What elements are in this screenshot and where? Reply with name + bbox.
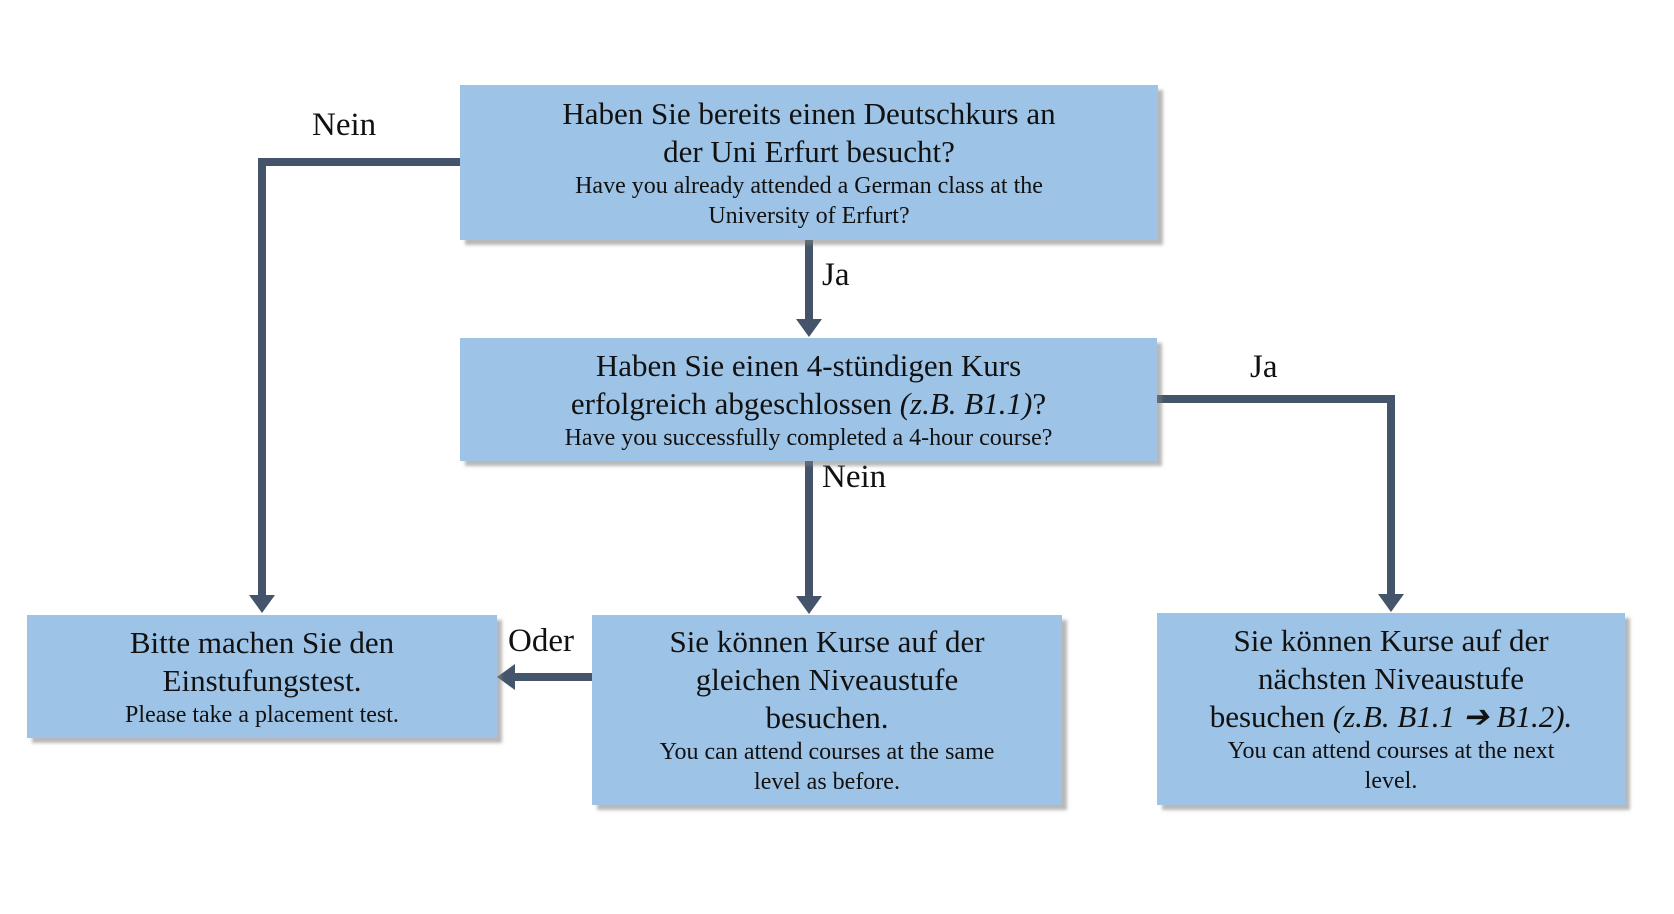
same-level-english-text: You can attend courses at the same level… xyxy=(660,737,995,797)
text-line: Haben Sie einen 4-stündigen Kurs xyxy=(595,347,1022,383)
text-line: Have you successfully completed a 4-hour… xyxy=(564,424,1053,451)
text-line: Einstufungstest. xyxy=(162,662,362,698)
italic-example-arrow-text: (z.B. B1.1 ➔ B1.2). xyxy=(1332,699,1573,734)
text-line: level as before. xyxy=(754,769,900,795)
question-2-english-text: Have you successfully completed a 4-hour… xyxy=(565,423,1053,453)
text-line: You can attend courses at the same xyxy=(659,739,995,765)
text-line: Sie können Kurse auf der xyxy=(1233,623,1549,658)
text-line: besuchen. xyxy=(765,700,889,735)
arrowhead-down-same-level-icon xyxy=(796,596,822,614)
flowchart-box-question-german-course: Haben Sie bereits einen Deutschkurs an d… xyxy=(460,85,1158,240)
question-1-german-text: Haben Sie bereits einen Deutschkurs an d… xyxy=(562,95,1055,171)
flowchart-box-question-4-hour-course: Haben Sie einen 4-stündigen Kurs erfolgr… xyxy=(460,338,1157,461)
edge-label-ja-q2: Ja xyxy=(1250,349,1278,385)
connector-nein-q2-vertical xyxy=(805,461,813,596)
text-line: level. xyxy=(1364,768,1418,794)
text-line: Haben Sie bereits einen Deutschkurs an xyxy=(562,95,1056,131)
placement-german-text: Bitte machen Sie den Einstufungstest. xyxy=(130,624,394,700)
text-line: gleichen Niveaustufe xyxy=(695,662,959,697)
connector-ja-q1-vertical xyxy=(805,240,813,319)
next-level-english-text: You can attend courses at the next level… xyxy=(1228,736,1555,796)
text-line: besuchen (z.B. B1.1 ➔ B1.2). xyxy=(1209,699,1573,734)
flowchart-box-next-level: Sie können Kurse auf der nächsten Niveau… xyxy=(1157,613,1625,805)
connector-ja-q2-horizontal xyxy=(1157,395,1395,403)
arrowhead-down-placement-icon xyxy=(249,595,275,613)
edge-label-nein-q2: Nein xyxy=(822,459,887,495)
text-line: erfolgreich abgeschlossen (z.B. B1.1)? xyxy=(570,385,1047,421)
text-line: nächsten Niveaustufe xyxy=(1258,661,1524,696)
arrowhead-left-placement-icon xyxy=(497,664,515,690)
same-level-german-text: Sie können Kurse auf der gleichen Niveau… xyxy=(669,623,984,737)
next-level-german-text: Sie können Kurse auf der nächsten Niveau… xyxy=(1210,622,1573,736)
edge-label-ja-q1: Ja xyxy=(822,257,850,293)
question-1-english-text: Have you already attended a German class… xyxy=(575,171,1043,231)
text-line: der Uni Erfurt besucht? xyxy=(663,133,955,169)
connector-nein-q1-vertical xyxy=(258,158,266,595)
arrowhead-down-next-level-icon xyxy=(1378,594,1404,612)
flowchart-box-placement-test: Bitte machen Sie den Einstufungstest. Pl… xyxy=(27,615,497,738)
edge-label-oder: Oder xyxy=(508,623,574,659)
placement-english-text: Please take a placement test. xyxy=(125,700,399,730)
connector-ja-q2-vertical xyxy=(1387,395,1395,594)
text-line: University of Erfurt? xyxy=(708,202,910,229)
connector-oder-horizontal xyxy=(514,673,592,681)
edge-label-nein-q1: Nein xyxy=(312,107,377,143)
text-line: Please take a placement test. xyxy=(125,701,399,728)
flowchart-box-same-level: Sie können Kurse auf der gleichen Niveau… xyxy=(592,615,1062,805)
text-line: Sie können Kurse auf der xyxy=(669,624,985,659)
italic-example-text: (z.B. B1.1) xyxy=(899,385,1033,421)
text-line: You can attend courses at the next xyxy=(1227,738,1555,764)
connector-nein-q1-horizontal xyxy=(258,158,460,166)
arrowhead-down-q2-icon xyxy=(796,319,822,337)
question-2-german-text: Haben Sie einen 4-stündigen Kurs erfolgr… xyxy=(571,347,1046,423)
text-line: Bitte machen Sie den xyxy=(129,624,395,660)
text-line: Have you already attended a German class… xyxy=(575,172,1043,199)
